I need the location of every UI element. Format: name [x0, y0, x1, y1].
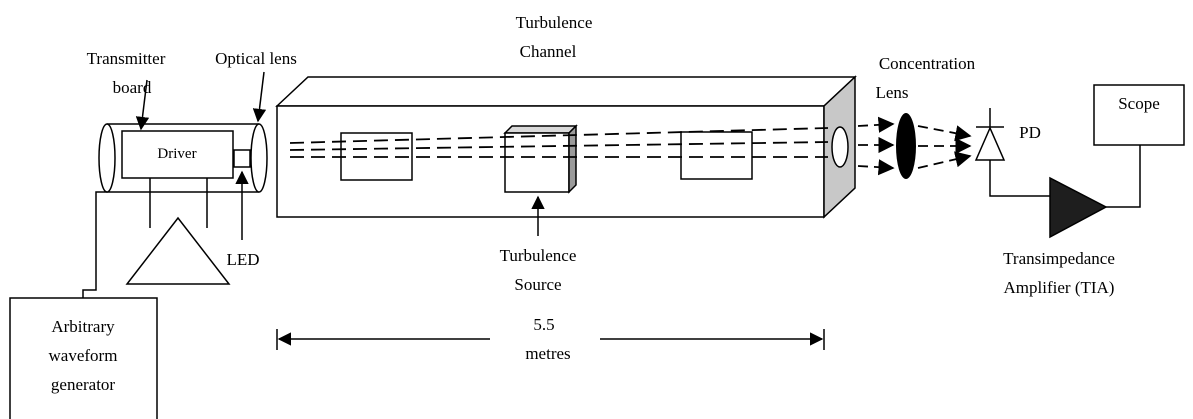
transmitter-label-line2: board: [113, 78, 152, 97]
driver-box: [121, 130, 234, 179]
awg-signal-wire: [82, 191, 107, 298]
optical-beams: [289, 127, 829, 158]
channel-label-line2: Channel: [520, 42, 577, 61]
led-element: [233, 149, 251, 168]
tia-label-line1: Transimpedance: [1003, 249, 1115, 268]
turbulence-source-label-line1: Turbulence: [500, 246, 577, 265]
scope-box: [1093, 84, 1185, 146]
led-label: LED: [226, 250, 259, 269]
optical-lens-label: Optical lens: [215, 49, 297, 68]
photodiode: [974, 108, 1054, 197]
transmitter-label-line1: Transmitter: [87, 49, 166, 68]
scope-label: Scope: [1118, 94, 1160, 113]
channel-top-face: [275, 76, 857, 107]
transmitter-amplifier: [125, 178, 231, 285]
awg-label-line2: waveform: [49, 346, 118, 365]
turbulence-source-label-line2: Source: [514, 275, 561, 294]
tia-label-line2: Amplifier (TIA): [1004, 278, 1115, 297]
driver-label: Driver: [157, 146, 196, 162]
photodiode-label: PD: [1019, 123, 1041, 142]
awg-label-line3: generator: [51, 375, 116, 394]
concentration-lens-label-line2: Lens: [875, 83, 908, 102]
arbitrary-waveform-generator-box: [9, 297, 158, 419]
turbulence-source-cube: [503, 124, 578, 194]
beams-to-concentration-lens: [857, 116, 895, 176]
tia-to-scope-wire: [1106, 145, 1141, 208]
concentration-lens: [896, 113, 916, 179]
transimpedance-amplifier: [1049, 176, 1108, 239]
distance-unit: metres: [525, 344, 570, 363]
channel-label-line1: Turbulence: [516, 13, 593, 32]
awg-label-line1: Arbitrary: [51, 317, 115, 336]
channel-window: [831, 126, 849, 168]
distance-dimension: [276, 329, 825, 350]
beams-to-photodiode: [917, 125, 972, 169]
optical-lens-pointer-arrow: [252, 71, 267, 123]
distance-value: 5.5: [533, 315, 554, 334]
transmitter-pointer-arrow: [135, 79, 150, 131]
transmitter-cylinder: [98, 123, 268, 193]
concentration-lens-label-line1: Concentration: [879, 54, 976, 73]
